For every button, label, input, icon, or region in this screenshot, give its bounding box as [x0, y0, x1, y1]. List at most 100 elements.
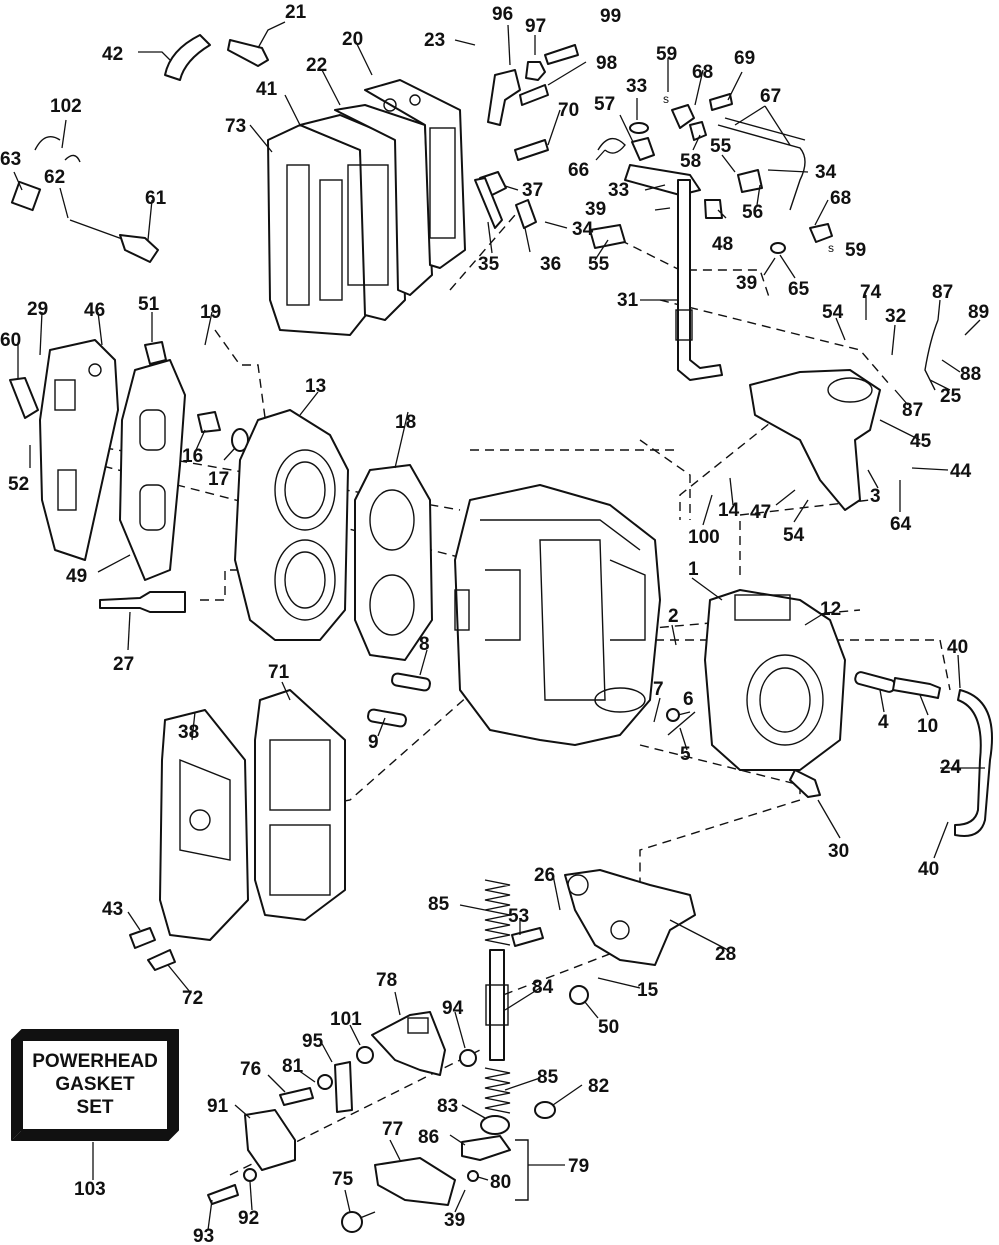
callout-36: 36	[540, 254, 561, 275]
callout-83: 83	[437, 1096, 458, 1117]
bolt-30	[789, 769, 821, 798]
callout-55: 55	[588, 254, 610, 275]
bolt-43	[129, 927, 156, 949]
callout-72: 72	[182, 988, 203, 1009]
callout-10: 10	[917, 716, 938, 737]
callout-56: 56	[742, 202, 763, 223]
callout-82: 82	[588, 1076, 609, 1097]
thermostat-16	[197, 411, 221, 433]
nut-94	[459, 1049, 477, 1067]
wire-62	[69, 219, 126, 241]
screw-76	[279, 1087, 314, 1106]
callout-92: 92	[238, 1208, 259, 1229]
callout-101: 101	[330, 1009, 362, 1030]
callout-93: 93	[193, 1226, 214, 1245]
callout-18: 18	[395, 412, 416, 433]
spring-85-lower	[484, 1067, 511, 1114]
callout-63: 63	[0, 149, 21, 170]
callout-99: 99	[600, 6, 621, 27]
callout-5: 5	[680, 744, 691, 765]
pin-4	[854, 671, 896, 693]
crankcase-block	[454, 484, 661, 746]
callout-16: 16	[182, 446, 203, 467]
callout-48: 48	[712, 234, 733, 255]
gasket-49	[119, 359, 186, 581]
callout-53: 53	[508, 906, 529, 927]
nut-6	[666, 708, 680, 722]
callout-7: 7	[653, 679, 664, 700]
callout-6: 6	[683, 689, 694, 710]
callout-3: 3	[870, 486, 881, 507]
callout-4: 4	[878, 712, 889, 733]
bracket-28	[564, 869, 696, 966]
callout-103: 103	[74, 1179, 106, 1200]
callout-96: 96	[492, 4, 513, 25]
callout-39: 39	[736, 273, 757, 294]
callout-59: 59	[656, 44, 677, 65]
hose-24	[954, 689, 993, 837]
clip-79	[515, 1139, 529, 1201]
callout-97: 97	[525, 16, 546, 37]
knob-75	[341, 1211, 376, 1233]
callout-84: 84	[532, 977, 554, 998]
callout-60: 60	[0, 330, 21, 351]
washer-92	[243, 1168, 257, 1182]
callout-52: 52	[8, 474, 29, 495]
block-91	[244, 1109, 296, 1171]
callout-66: 66	[568, 160, 589, 181]
nut-82	[534, 1101, 556, 1119]
callout-14: 14	[718, 500, 740, 521]
screw-53	[511, 927, 544, 947]
pin-9	[367, 708, 407, 728]
exhaust-cover-stack	[267, 79, 466, 336]
callout-27: 27	[113, 654, 134, 675]
callout-69: 69	[734, 48, 755, 69]
callout-33: 33	[608, 180, 629, 201]
plate-41	[299, 114, 406, 321]
leader-lines	[13, 21, 985, 1231]
box-line-1: POWERHEAD	[32, 1051, 158, 1072]
callout-50: 50	[598, 1017, 619, 1038]
gasket-set-box: POWERHEAD GASKET SET	[11, 1029, 179, 1141]
spring-85-upper	[484, 879, 511, 946]
plug-51	[144, 341, 167, 365]
callout-15: 15	[637, 980, 659, 1001]
callout-44: 44	[950, 461, 972, 482]
bolt-72	[147, 949, 176, 971]
callout-33: 33	[626, 76, 647, 97]
hose-42	[164, 34, 211, 81]
callout-78: 78	[376, 970, 397, 991]
callout-17: 17	[208, 469, 229, 490]
cover-46	[39, 339, 119, 561]
callout-95: 95	[302, 1031, 324, 1052]
callout-31: 31	[617, 290, 639, 311]
callout-86: 86	[418, 1127, 439, 1148]
callout-80: 80	[490, 1172, 511, 1193]
callout-77: 77	[382, 1119, 403, 1140]
callout-67: 67	[760, 86, 781, 107]
gasket-73	[267, 124, 371, 336]
crankcase-half-1	[704, 589, 846, 771]
bracket-78	[371, 1011, 446, 1076]
gasket-22	[334, 104, 433, 296]
cover-20	[364, 79, 466, 269]
callout-75: 75	[332, 1169, 354, 1190]
callout-64: 64	[890, 514, 912, 535]
gasket-71	[254, 689, 346, 921]
callout-61: 61	[145, 188, 167, 209]
callout-54: 54	[822, 302, 844, 323]
shaft-84	[485, 949, 509, 1061]
callout-38: 38	[178, 722, 199, 743]
screw-93	[207, 1184, 239, 1205]
callout-32: 32	[885, 306, 906, 327]
small-mark-s: s	[663, 92, 669, 106]
callout-73: 73	[225, 116, 246, 137]
bracket-45	[749, 369, 881, 511]
cam-86	[461, 1135, 511, 1161]
spark-plug-27	[99, 591, 186, 613]
callout-42: 42	[102, 44, 123, 65]
callout-2: 2	[668, 606, 679, 627]
callout-20: 20	[342, 29, 363, 50]
callout-57: 57	[594, 94, 615, 115]
